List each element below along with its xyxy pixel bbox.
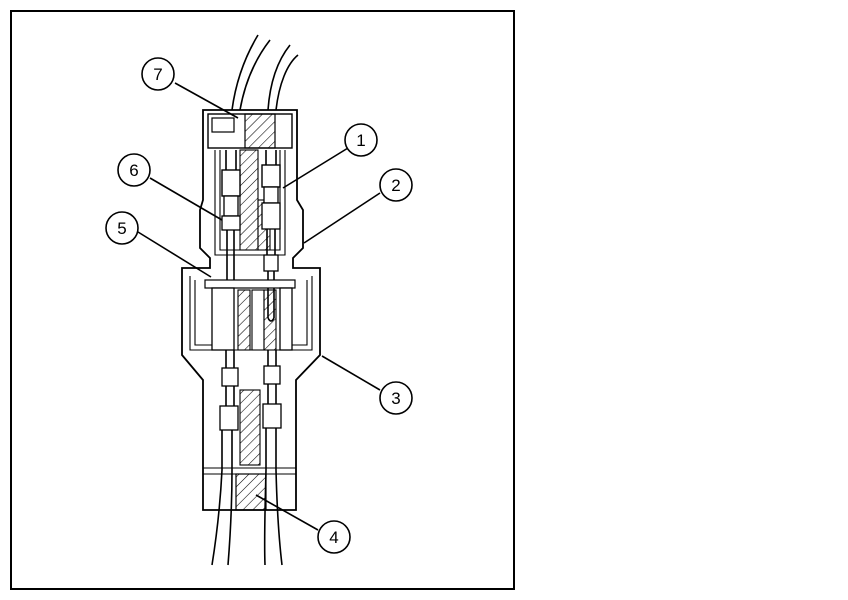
callout-1-label: 1 xyxy=(356,131,365,150)
top-plug xyxy=(207,113,293,149)
callout-5: 5 xyxy=(105,211,139,245)
leader-lines xyxy=(137,82,381,531)
lower-cables xyxy=(211,428,283,566)
connector-internals xyxy=(189,276,313,351)
callout-7: 7 xyxy=(141,57,175,91)
callout-3-label: 3 xyxy=(391,389,400,408)
upper-cables xyxy=(231,34,299,111)
callout-3: 3 xyxy=(379,381,413,415)
callout-7-label: 7 xyxy=(153,65,162,84)
right-upper-fittings xyxy=(261,150,281,322)
callout-4-label: 4 xyxy=(329,528,338,547)
bottom-plug xyxy=(203,467,296,511)
callout-6-label: 6 xyxy=(129,161,138,180)
callout-2: 2 xyxy=(379,168,413,202)
left-upper-fittings xyxy=(221,150,241,280)
callout-2-label: 2 xyxy=(391,176,400,195)
lower-fittings xyxy=(219,350,282,466)
callout-4: 4 xyxy=(317,520,351,554)
callout-6: 6 xyxy=(117,153,151,187)
callout-1: 1 xyxy=(344,123,378,157)
callout-5-label: 5 xyxy=(117,219,126,238)
